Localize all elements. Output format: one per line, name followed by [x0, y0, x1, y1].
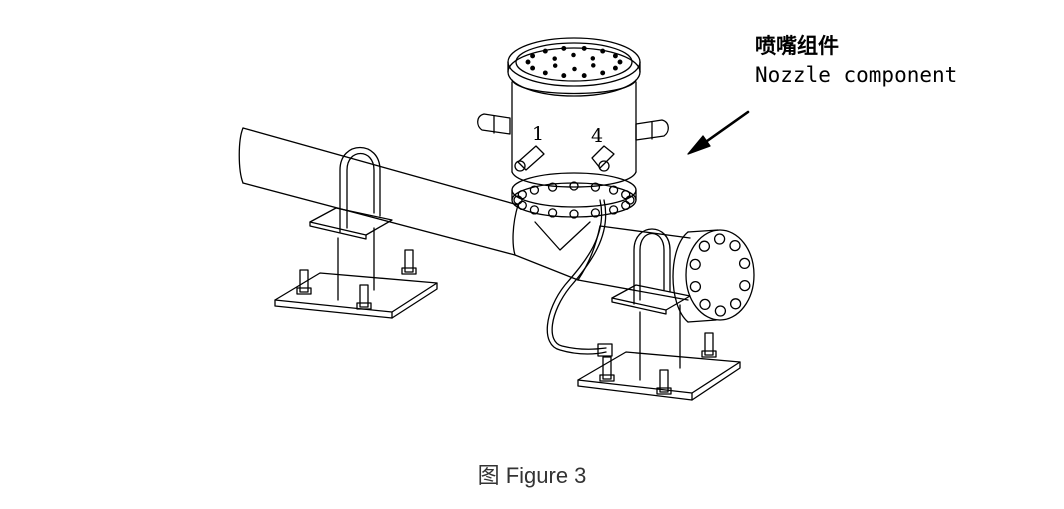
anchor-bolt [656, 369, 672, 395]
cap-bolt-hole [552, 56, 557, 61]
flange-bolt [738, 257, 751, 270]
cap-bolt-hole [612, 53, 618, 59]
cap-bolt-hole [530, 53, 536, 59]
flange-bolt [590, 208, 601, 218]
cap-bolt-hole [591, 63, 596, 68]
anchor-bolt [401, 249, 417, 275]
main-pipe [238, 127, 691, 301]
cap-bolt-hole [590, 56, 596, 61]
figure-caption: 图 Figure 3 [477, 463, 587, 488]
nozzle-component: 1 4 [477, 37, 669, 219]
cap-bolt-hole [617, 59, 623, 65]
flange-bolt [689, 280, 702, 293]
flange-bolt [621, 189, 631, 200]
flange-bolt [714, 305, 727, 317]
flange-bolt [547, 182, 558, 192]
cap-bolt-hole [571, 52, 576, 58]
flange-bolt [517, 200, 527, 211]
flange-bolt [621, 200, 631, 211]
flange-bolt [529, 205, 540, 215]
flange-bolt [529, 185, 540, 195]
cap-bolt-hole [552, 63, 558, 68]
nozzle-port [514, 145, 545, 172]
flange-bolt [729, 239, 741, 252]
flange-bolt [569, 181, 579, 191]
leader-arrow [687, 110, 750, 155]
cap-bolt-hole [600, 70, 606, 76]
flange-bolt [608, 185, 619, 195]
callout-label-english: Nozzle component [755, 63, 958, 87]
end-flange [672, 229, 755, 323]
flange-bolt [590, 182, 601, 192]
cap-bolt-hole [542, 70, 548, 76]
nozzle-number-1: 1 [532, 123, 544, 145]
flange-bolt [569, 209, 579, 219]
cap-bolt-hole [600, 48, 606, 54]
right-pipe-support [577, 228, 741, 401]
flange-bolt [547, 208, 558, 218]
flange-bolt [739, 279, 751, 292]
flange-bolt [699, 298, 711, 311]
nozzle-port [477, 113, 511, 135]
cap-bolt-hole [561, 73, 567, 79]
cap-bolt-hole [581, 73, 587, 79]
cap-bolt-hole [525, 59, 531, 65]
cap-bolt-hole [561, 45, 567, 51]
anchor-bolt [599, 356, 615, 382]
left-pipe-support [274, 146, 438, 319]
cap-bolt-hole [542, 48, 548, 54]
anchor-bolt [296, 269, 312, 295]
instrument-tube [546, 199, 613, 357]
flange-bolt [689, 258, 701, 271]
cap-bolt-hole [572, 66, 577, 72]
flange-bolt [729, 298, 742, 310]
flange-bolt [713, 233, 726, 245]
nozzle-number-4: 4 [591, 125, 603, 147]
flange-bolt [608, 205, 619, 215]
cap-bolt-hole [612, 65, 618, 71]
nozzle-port [635, 119, 669, 141]
anchor-bolt [356, 284, 372, 310]
callout-label-chinese: 喷嘴组件 [755, 33, 839, 58]
anchor-bolt [701, 332, 717, 358]
flange-bolt [698, 240, 711, 252]
cap-bolt-hole [530, 65, 536, 71]
cap-bolt-hole [581, 45, 587, 51]
flange-bolt [517, 189, 527, 200]
nozzle-port [591, 145, 615, 172]
